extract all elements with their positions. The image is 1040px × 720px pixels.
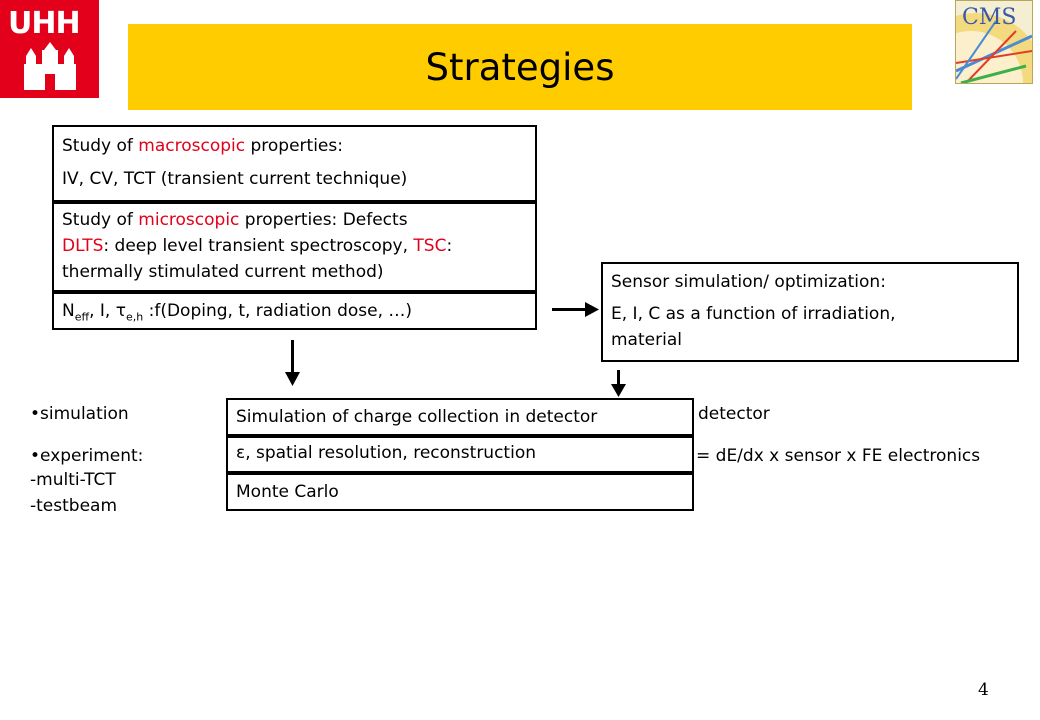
macro-line1: Study of macroscopic properties: [62, 136, 343, 156]
macro-line2: IV, CV, TCT (transient current technique… [62, 169, 408, 189]
hamburg-castle-icon [24, 42, 76, 90]
slide-title: Strategies [425, 45, 615, 89]
cms-logo: CMS [955, 0, 1033, 84]
cms-detector-icon [956, 1, 1032, 83]
monte-carlo-box: Monte Carlo [226, 473, 694, 511]
microscopic-box: Study of microscopic properties: Defects… [52, 202, 537, 292]
neff-box: Neff, I, τe,h :f(Doping, t, radiation do… [52, 292, 537, 330]
cms-logo-text: CMS [962, 5, 1017, 30]
uhh-logo-text: UHH [8, 6, 81, 41]
list-item-testbeam: -testbeam [30, 496, 118, 516]
uhh-logo: UHH [0, 0, 99, 98]
sensor-simulation-box: Sensor simulation/ optimization: E, I, C… [601, 262, 1019, 362]
detector-label: detector [698, 404, 770, 424]
micro-line1: Study of microscopic properties: Defects [62, 210, 408, 230]
arrow-down-left [291, 340, 294, 374]
macroscopic-box: Study of macroscopic properties: IV, CV,… [52, 125, 537, 202]
micro-line3: thermally stimulated current method) [62, 262, 384, 282]
arrow-down-right-head-icon [611, 384, 626, 397]
simulation-box: Simulation of charge collection in detec… [226, 398, 694, 436]
resolution-box: ε, spatial resolution, reconstruction [226, 436, 694, 473]
list-item-simulation: •simulation [30, 404, 129, 424]
sensor-line1: Sensor simulation/ optimization: [611, 272, 886, 292]
sensor-line3: material [611, 330, 682, 350]
sensor-line2: E, I, C as a function of irradiation, [611, 304, 896, 324]
arrow-right [552, 308, 588, 311]
detector-formula: = dE/dx x sensor x FE electronics [696, 446, 981, 466]
micro-line2: DLTS: deep level transient spectroscopy,… [62, 236, 453, 256]
list-item-multi-tct: -multi-TCT [30, 470, 116, 490]
arrow-down-right [617, 370, 620, 386]
page-number: 4 [978, 680, 989, 700]
title-bar: Strategies [128, 24, 912, 110]
arrow-right-head-icon [585, 302, 599, 317]
arrow-down-left-head-icon [285, 372, 300, 386]
list-item-experiment: •experiment: [30, 446, 144, 466]
